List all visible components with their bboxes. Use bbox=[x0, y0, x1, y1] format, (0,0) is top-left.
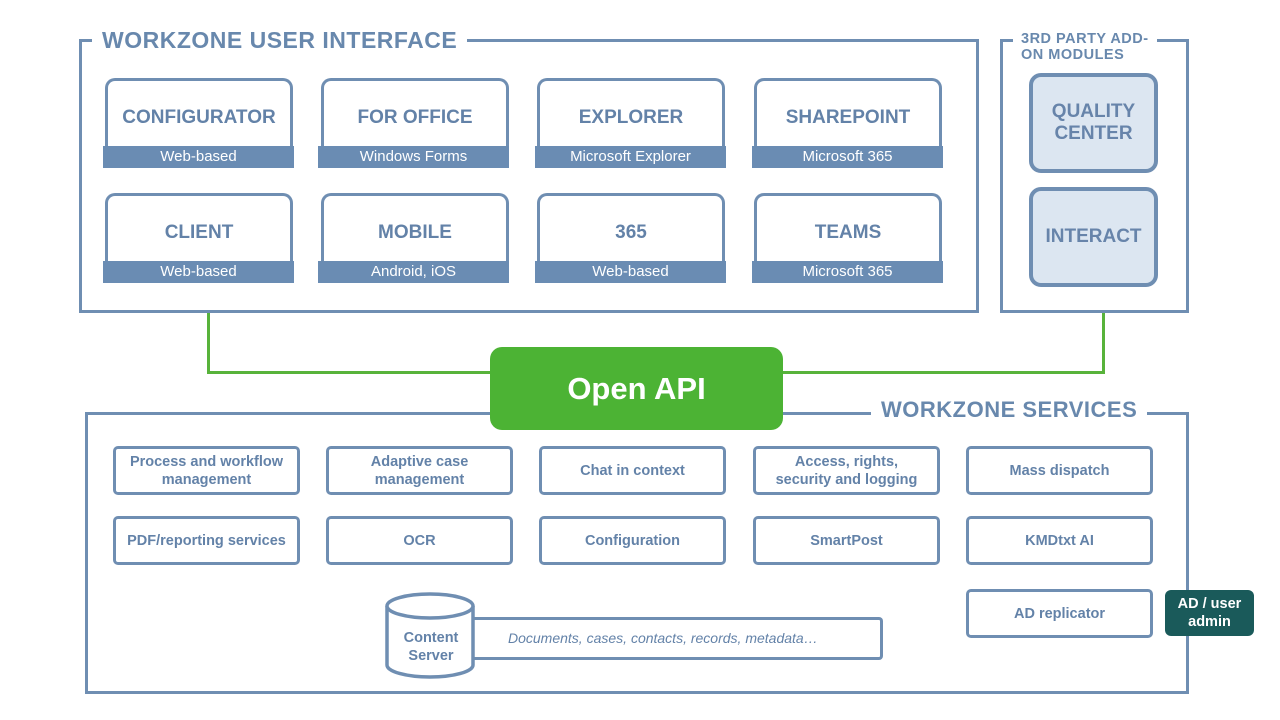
module-platform-label: Web-based bbox=[103, 146, 294, 168]
service-label-line2: security and logging bbox=[775, 471, 918, 488]
module-platform-label: Android, iOS bbox=[318, 261, 509, 283]
module-name: 365 bbox=[615, 222, 647, 243]
service-label: SmartPost bbox=[810, 532, 883, 549]
service-mass-dispatch: Mass dispatch bbox=[966, 446, 1153, 495]
service-label: OCR bbox=[403, 532, 436, 549]
addon-label-line2: CENTER bbox=[1054, 123, 1133, 144]
service-ocr: OCR bbox=[326, 516, 513, 565]
service-label: Chat in context bbox=[580, 462, 685, 479]
service-label: Mass dispatch bbox=[1009, 462, 1110, 479]
open-api-box: Open API bbox=[490, 347, 783, 430]
services-section-title: WORKZONE SERVICES bbox=[871, 397, 1148, 423]
module-name: TEAMS bbox=[814, 222, 882, 243]
service-label: AD replicator bbox=[1013, 605, 1106, 622]
connector-ui-vertical bbox=[207, 313, 210, 373]
addon-label-line1: QUALITY bbox=[1051, 101, 1136, 122]
connector-addons-horizontal bbox=[776, 371, 1105, 374]
module-platform-label: Microsoft 365 bbox=[752, 261, 943, 283]
service-label: PDF/reporting services bbox=[127, 532, 286, 549]
ad-admin-line2: admin bbox=[1188, 614, 1231, 630]
module-name: FOR OFFICE bbox=[357, 107, 473, 128]
service-configuration: Configuration bbox=[539, 516, 726, 565]
service-process-workflow: Process and workflow management bbox=[113, 446, 300, 495]
module-platform-label: Microsoft Explorer bbox=[535, 146, 726, 168]
ad-user-admin-box: AD / user admin bbox=[1165, 590, 1254, 636]
addon-interact: INTERACT bbox=[1029, 187, 1158, 287]
module-name: CLIENT bbox=[164, 222, 234, 243]
module-platform-label: Web-based bbox=[535, 261, 726, 283]
ad-admin-line1: AD / user bbox=[1177, 596, 1242, 612]
content-description-box bbox=[468, 617, 883, 660]
service-label: KMDtxt AI bbox=[1025, 532, 1094, 549]
service-label-line2: management bbox=[374, 471, 465, 488]
content-description: Documents, cases, contacts, records, met… bbox=[508, 630, 818, 646]
service-smartpost: SmartPost bbox=[753, 516, 940, 565]
addon-quality-center: QUALITY CENTER bbox=[1029, 73, 1158, 173]
service-adaptive-case: Adaptive case management bbox=[326, 446, 513, 495]
addon-label: INTERACT bbox=[1045, 226, 1142, 247]
service-label: Configuration bbox=[584, 532, 681, 549]
service-ad-replicator: AD replicator bbox=[966, 589, 1153, 638]
service-label-line1: Process and workflow bbox=[129, 453, 284, 470]
content-server-line1: Content bbox=[403, 630, 459, 646]
addons-section-title: 3RD PARTY ADD- ON MODULES bbox=[1013, 31, 1157, 63]
service-access-rights: Access, rights, security and logging bbox=[753, 446, 940, 495]
service-chat-in-context: Chat in context bbox=[539, 446, 726, 495]
service-kmdtxt-ai: KMDtxt AI bbox=[966, 516, 1153, 565]
ui-section-title: WORKZONE USER INTERFACE bbox=[92, 27, 468, 54]
module-name: EXPLORER bbox=[578, 107, 684, 128]
module-name: CONFIGURATOR bbox=[122, 107, 276, 128]
content-server-line2: Server bbox=[408, 648, 454, 664]
module-name: SHAREPOINT bbox=[785, 107, 911, 128]
database-cylinder-icon bbox=[385, 592, 475, 679]
module-name: MOBILE bbox=[378, 222, 452, 243]
service-label-line2: management bbox=[161, 471, 252, 488]
service-pdf-reporting: PDF/reporting services bbox=[113, 516, 300, 565]
addons-title-line2: ON MODULES bbox=[1021, 47, 1125, 63]
connector-ui-horizontal bbox=[207, 371, 497, 374]
module-platform-label: Web-based bbox=[103, 261, 294, 283]
module-platform-label: Windows Forms bbox=[318, 146, 509, 168]
open-api-label: Open API bbox=[567, 370, 706, 406]
service-label-line1: Adaptive case bbox=[370, 453, 469, 470]
addons-title-line1: 3RD PARTY ADD- bbox=[1021, 31, 1149, 47]
connector-addons-vertical bbox=[1102, 313, 1105, 373]
module-platform-label: Microsoft 365 bbox=[752, 146, 943, 168]
content-server-label: Content Server bbox=[388, 629, 474, 665]
service-label-line1: Access, rights, bbox=[794, 453, 899, 470]
ui-frame bbox=[79, 39, 979, 313]
